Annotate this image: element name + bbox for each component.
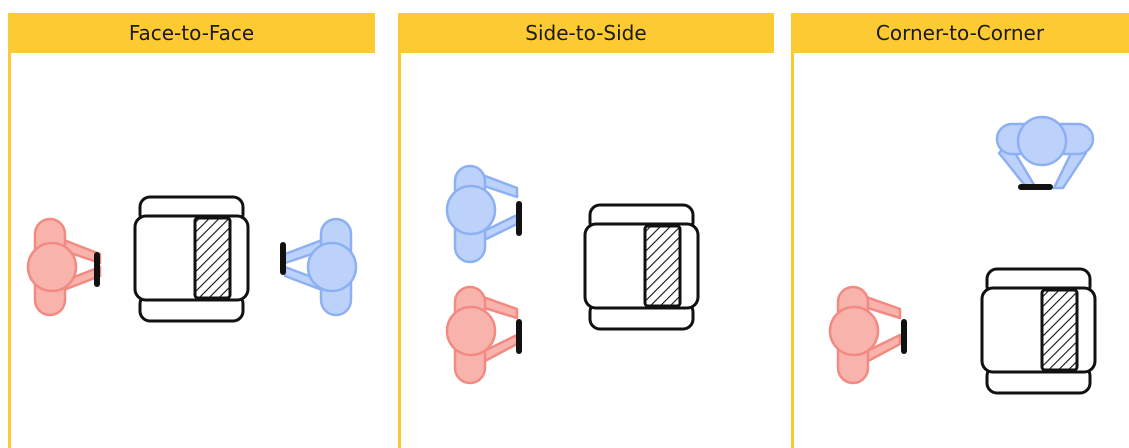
panel-side-to-side: Side-to-Side: [398, 13, 774, 448]
armchair: [133, 195, 250, 323]
armchair: [980, 267, 1097, 395]
scene-face-to-face: [26, 195, 358, 323]
panel-corner-to-corner: Corner-to-Corner: [791, 13, 1129, 448]
person-blue: [445, 164, 522, 264]
person-red: [445, 285, 522, 385]
panel-title: Side-to-Side: [398, 13, 774, 53]
person-red: [26, 217, 102, 317]
panel-divider: [8, 53, 11, 448]
person-red: [828, 285, 907, 385]
panel-face-to-face: Face-to-Face: [8, 13, 375, 448]
armchair: [583, 203, 700, 331]
person-blue: [995, 115, 1095, 190]
panel-title: Face-to-Face: [8, 13, 375, 53]
panel-title: Corner-to-Corner: [791, 13, 1129, 53]
panel-divider: [791, 53, 794, 448]
scene-corner-to-corner: [828, 115, 1097, 395]
scene-side-to-side: [445, 164, 700, 385]
panel-divider: [398, 53, 401, 448]
person-blue: [280, 217, 358, 317]
